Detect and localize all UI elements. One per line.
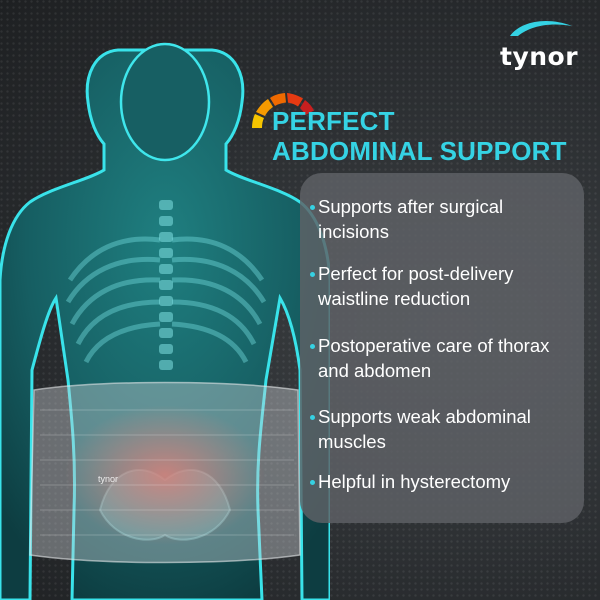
headline-line-1: PERFECT [272, 106, 395, 136]
benefit-text: Helpful in hysterectomy [318, 471, 511, 492]
headline-line-2: ABDOMINAL SUPPORT [272, 136, 567, 166]
benefit-item: Postoperative care of thorax and abdomen [310, 333, 578, 383]
gauge-icon [252, 93, 314, 128]
benefit-item: Perfect for post-delivery waistline redu… [310, 261, 578, 311]
human-torso-illustration: tynor [0, 42, 330, 600]
benefit-text: Supports after surgical incisions [318, 196, 504, 242]
bullet-icon [310, 480, 315, 485]
benefit-text: Postoperative care of thorax and abdomen [318, 335, 550, 381]
benefit-text: Supports weak abdominal muscles [318, 406, 531, 452]
bullet-icon [310, 272, 315, 277]
belt-brand-label: tynor [98, 474, 118, 484]
brand-logo: tynor [500, 18, 590, 72]
benefit-item: Helpful in hysterectomy [310, 469, 578, 494]
headline: PERFECT ABDOMINAL SUPPORT [272, 106, 567, 166]
benefit-item: Supports weak abdominal muscles [310, 404, 578, 454]
bullet-icon [310, 344, 315, 349]
logo-text: tynor [500, 42, 579, 71]
bullet-icon [310, 415, 315, 420]
benefit-item: Supports after surgical incisions [310, 194, 578, 244]
benefit-text: Perfect for post-delivery waistline redu… [318, 263, 514, 309]
logo-swoosh-icon [510, 21, 572, 36]
bullet-icon [310, 205, 315, 210]
benefits-panel: Supports after surgical incisions Perfec… [300, 173, 584, 523]
